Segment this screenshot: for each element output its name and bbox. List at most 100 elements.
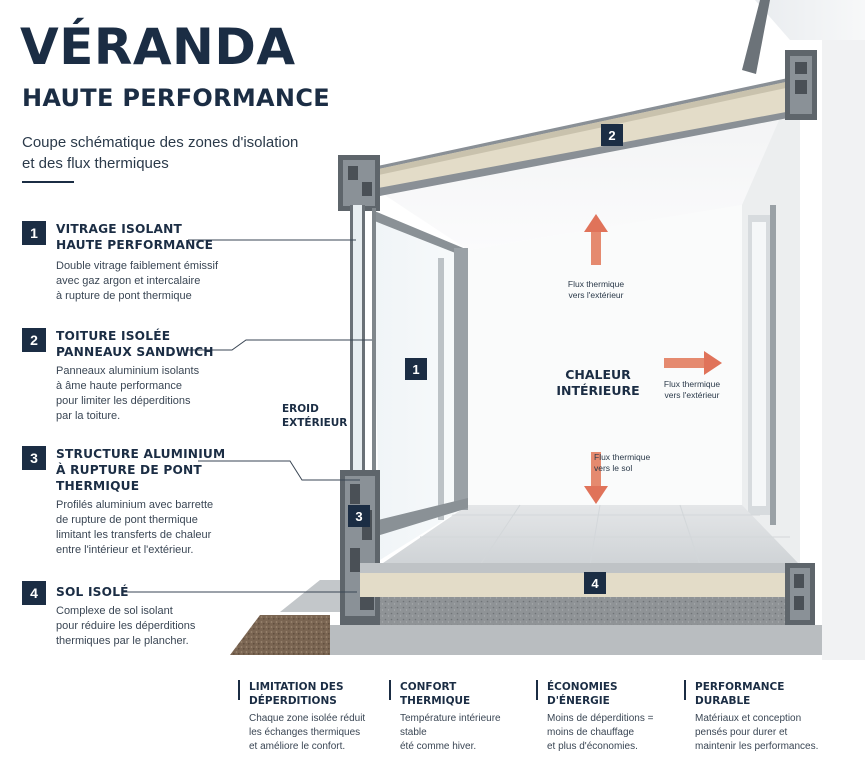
flux-up-line-2: vers l'extérieur xyxy=(568,290,624,300)
exterieur-label: EROID EXTÉRIEUR xyxy=(282,402,352,430)
benefit-3-title-line-1: ÉCONOMIES xyxy=(547,681,618,693)
zone-desc-1-line-3: à rupture de pont thermique xyxy=(56,290,192,302)
zone-title-3-line-2: À RUPTURE DE PONT xyxy=(56,463,202,477)
zone-number-2: 2 xyxy=(22,328,46,352)
intro-line-2: et des flux thermiques xyxy=(22,155,169,172)
diagram-label-2: 2 xyxy=(601,124,623,146)
flux-right-label: Flux thermique vers l'extérieur xyxy=(652,379,732,401)
benefit-4-desc-line-2: pensés pour durer et xyxy=(695,727,788,738)
interior-back-wall xyxy=(468,105,800,565)
benefit-1-desc-line-3: et améliore le confort. xyxy=(249,741,346,752)
zone-desc-3-line-3: limitant les transferts de chaleur xyxy=(56,529,212,541)
chaleur-line-1: CHALEUR xyxy=(565,367,631,382)
leader-line-3 xyxy=(198,460,360,481)
benefit-1-bar xyxy=(238,680,240,700)
intro-rule xyxy=(22,181,74,183)
zone-title-1: VITRAGE ISOLANT HAUTE PERFORMANCE xyxy=(56,221,231,253)
benefit-3-desc: Moins de déperditions = moins de chauffa… xyxy=(547,712,677,754)
diagram-label-3: 3 xyxy=(348,505,370,527)
zone-title-3-line-3: THERMIQUE xyxy=(56,479,140,493)
zone-desc-1-line-2: avec gaz argon et intercalaire xyxy=(56,275,201,287)
flux-right-line-1: Flux thermique xyxy=(663,379,721,389)
zone-desc-2: Panneaux aluminium isolants à âme haute … xyxy=(56,364,236,424)
zone-desc-4-line-2: pour réduire les déperditions xyxy=(56,620,196,632)
roof-front-profile xyxy=(338,155,380,211)
zone-title-2-line-1: TOITURE ISOLÉE xyxy=(56,329,171,343)
benefit-2-desc-line-2: été comme hiver. xyxy=(400,741,477,752)
intro-line-1: Coupe schématique des zones d'isolation xyxy=(22,134,299,151)
zone-desc-4: Complexe de sol isolant pour réduire les… xyxy=(56,604,236,649)
zone-desc-2-line-3: pour limiter les déperditions xyxy=(56,395,191,407)
aluminium-profile xyxy=(340,470,380,625)
diagram-label-1: 1 xyxy=(405,358,427,380)
zone-desc-3: Profilés aluminium avec barrette de rupt… xyxy=(56,498,236,558)
benefit-3-bar xyxy=(536,680,538,700)
benefit-3-desc-line-3: et plus d'économies. xyxy=(547,741,638,752)
benefit-4-bar xyxy=(684,680,686,700)
zone-title-3: STRUCTURE ALUMINIUM À RUPTURE DE PONT TH… xyxy=(56,446,231,494)
benefit-4-desc-line-3: maintenir les performances. xyxy=(695,741,819,752)
zone-desc-1-line-1: Double vitrage faiblement émissif xyxy=(56,260,219,272)
benefit-2-title-line-1: CONFORT xyxy=(400,681,457,693)
benefit-2-desc-line-1: Température intérieure stable xyxy=(400,713,501,738)
exterieur-line-2: EXTÉRIEUR xyxy=(282,417,348,429)
flux-down-line-1: Flux thermique xyxy=(594,452,651,462)
page-subtitle: HAUTE PERFORMANCE xyxy=(22,84,330,112)
benefit-2-title: CONFORT THERMIQUE xyxy=(400,680,525,708)
benefit-1-title-line-2: DÉPERDITIONS xyxy=(249,695,337,707)
zone-desc-3-line-1: Profilés aluminium avec barrette xyxy=(56,499,214,511)
zone-desc-1: Double vitrage faiblement émissif avec g… xyxy=(56,259,236,304)
leader-line-2 xyxy=(188,339,372,351)
flux-down-label: Flux thermique vers le sol xyxy=(594,452,674,474)
benefit-1-title: LIMITATION DES DÉPERDITIONS xyxy=(249,680,374,708)
flux-down-line-2: vers le sol xyxy=(594,463,633,473)
chaleur-interieure-label: CHALEUR INTÉRIEURE xyxy=(548,367,648,399)
benefit-2-desc: Température intérieure stable été comme … xyxy=(400,712,530,754)
zone-number-1: 1 xyxy=(22,221,46,245)
benefit-3-desc-line-1: Moins de déperditions = xyxy=(547,713,654,724)
ceiling xyxy=(380,118,780,250)
zone-desc-4-line-3: thermiques par le plancher. xyxy=(56,635,189,647)
benefit-4-desc-line-1: Matériaux et conception xyxy=(695,713,802,724)
zone-title-3-line-1: STRUCTURE ALUMINIUM xyxy=(56,447,226,461)
benefit-1-desc-line-1: Chaque zone isolée réduit xyxy=(249,713,366,724)
benefit-1-title-line-1: LIMITATION DES xyxy=(249,681,344,693)
benefit-2-title-line-2: THERMIQUE xyxy=(400,695,471,707)
roof-panel xyxy=(368,78,788,196)
benefit-3-title-line-2: D'ÉNERGIE xyxy=(547,695,610,707)
flux-arrows xyxy=(584,214,722,504)
zone-title-4: SOL ISOLÉ xyxy=(56,584,231,600)
zone-title-1-line-2: HAUTE PERFORMANCE xyxy=(56,238,214,252)
zone-title-2-line-2: PANNEAUX SANDWICH xyxy=(56,345,214,359)
leader-lines xyxy=(122,239,372,593)
flux-down-arrow xyxy=(584,452,608,504)
floor-slab xyxy=(230,563,822,655)
benefit-1-desc: Chaque zone isolée réduit les échanges t… xyxy=(249,712,379,754)
zone-desc-3-line-2: de rupture de pont thermique xyxy=(56,514,198,526)
benefit-4-title-line-1: PERFORMANCE xyxy=(695,681,785,693)
zone-title-4-line-1: SOL ISOLÉ xyxy=(56,585,129,599)
zone-title-2: TOITURE ISOLÉE PANNEAUX SANDWICH xyxy=(56,328,231,360)
side-glazing xyxy=(372,210,468,560)
zone-desc-4-line-1: Complexe de sol isolant xyxy=(56,605,173,617)
diagram-label-4: 4 xyxy=(584,572,606,594)
benefit-3-desc-line-2: moins de chauffage xyxy=(547,727,635,738)
benefit-4-title: PERFORMANCE DURABLE xyxy=(695,680,820,708)
page-title: VÉRANDA xyxy=(20,18,296,76)
flux-up-arrow xyxy=(584,214,608,265)
benefit-1-desc-line-2: les échanges thermiques xyxy=(249,727,361,738)
intro-text: Coupe schématique des zones d'isolation … xyxy=(22,132,322,174)
flux-up-line-1: Flux thermique xyxy=(567,279,625,289)
flux-right-line-2: vers l'extérieur xyxy=(664,390,720,400)
benefit-3-title: ÉCONOMIES D'ÉNERGIE xyxy=(547,680,672,708)
floor xyxy=(380,504,800,566)
zone-desc-2-line-2: à âme haute performance xyxy=(56,380,182,392)
benefit-4-title-line-2: DURABLE xyxy=(695,695,751,707)
zone-number-3: 3 xyxy=(22,446,46,470)
zone-number-4: 4 xyxy=(22,581,46,605)
zone-desc-2-line-1: Panneaux aluminium isolants xyxy=(56,365,200,377)
benefit-2-bar xyxy=(389,680,391,700)
zone-title-1-line-1: VITRAGE ISOLANT xyxy=(56,222,183,236)
floor-right-profile xyxy=(785,563,815,625)
